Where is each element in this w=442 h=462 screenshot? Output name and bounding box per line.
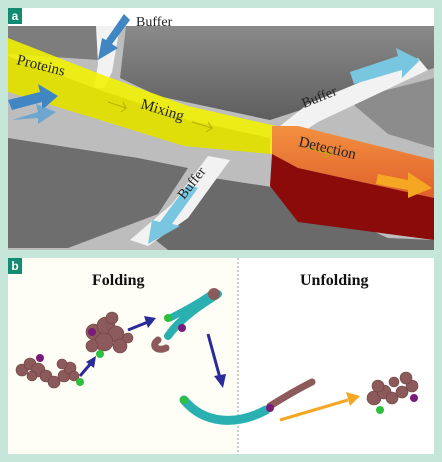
panel-a: Buffer Proteins Mixing Buffer Detection … — [8, 8, 434, 250]
buffer-channel-right — [280, 58, 428, 134]
arrow-buffer-bottom — [148, 184, 198, 244]
flow-arrows-mixing — [107, 101, 332, 159]
arrow-fold-step-3 — [206, 333, 226, 388]
marker-purple — [88, 328, 96, 336]
panel-tag-b: b — [8, 258, 22, 274]
label-buffer-top: Buffer — [136, 15, 173, 30]
marker-green — [180, 396, 188, 404]
marker-green — [96, 350, 104, 358]
header-unfolding: Unfolding — [300, 272, 369, 289]
protein-partially-folded — [151, 288, 222, 353]
marker-purple — [266, 404, 274, 412]
marker-purple — [36, 354, 44, 362]
block-top — [120, 26, 434, 120]
protein-compact — [85, 311, 134, 354]
panel-b: b Folding Unfolding — [8, 258, 434, 454]
arrow-fold-step-1 — [78, 356, 96, 377]
marker-purple — [178, 324, 186, 332]
marker-green — [376, 406, 384, 414]
arrow-detection-out — [376, 172, 432, 198]
header-folding: Folding — [92, 272, 145, 289]
protein-unfolded-1 — [15, 357, 80, 389]
detection-channel-side — [270, 154, 434, 240]
block-bottom — [148, 178, 434, 250]
protein-folded-extended — [179, 378, 316, 425]
marker-purple — [410, 394, 418, 402]
panel-tag-a: a — [8, 8, 22, 24]
arrow-buffer-right — [350, 48, 420, 84]
protein-folding-illustration — [8, 258, 419, 454]
microfluidic-mixer-illustration: Buffer Proteins Mixing Buffer Detection … — [8, 14, 434, 250]
block-bottom-left — [8, 138, 188, 248]
arrow-proteins-in — [8, 84, 58, 124]
marker-green — [76, 378, 84, 386]
marker-green — [164, 314, 172, 322]
arrow-fold-step-2 — [127, 316, 156, 332]
arrow-unfold — [279, 392, 360, 422]
protein-unfolded-2 — [366, 371, 419, 406]
arrow-buffer-top — [98, 14, 130, 60]
